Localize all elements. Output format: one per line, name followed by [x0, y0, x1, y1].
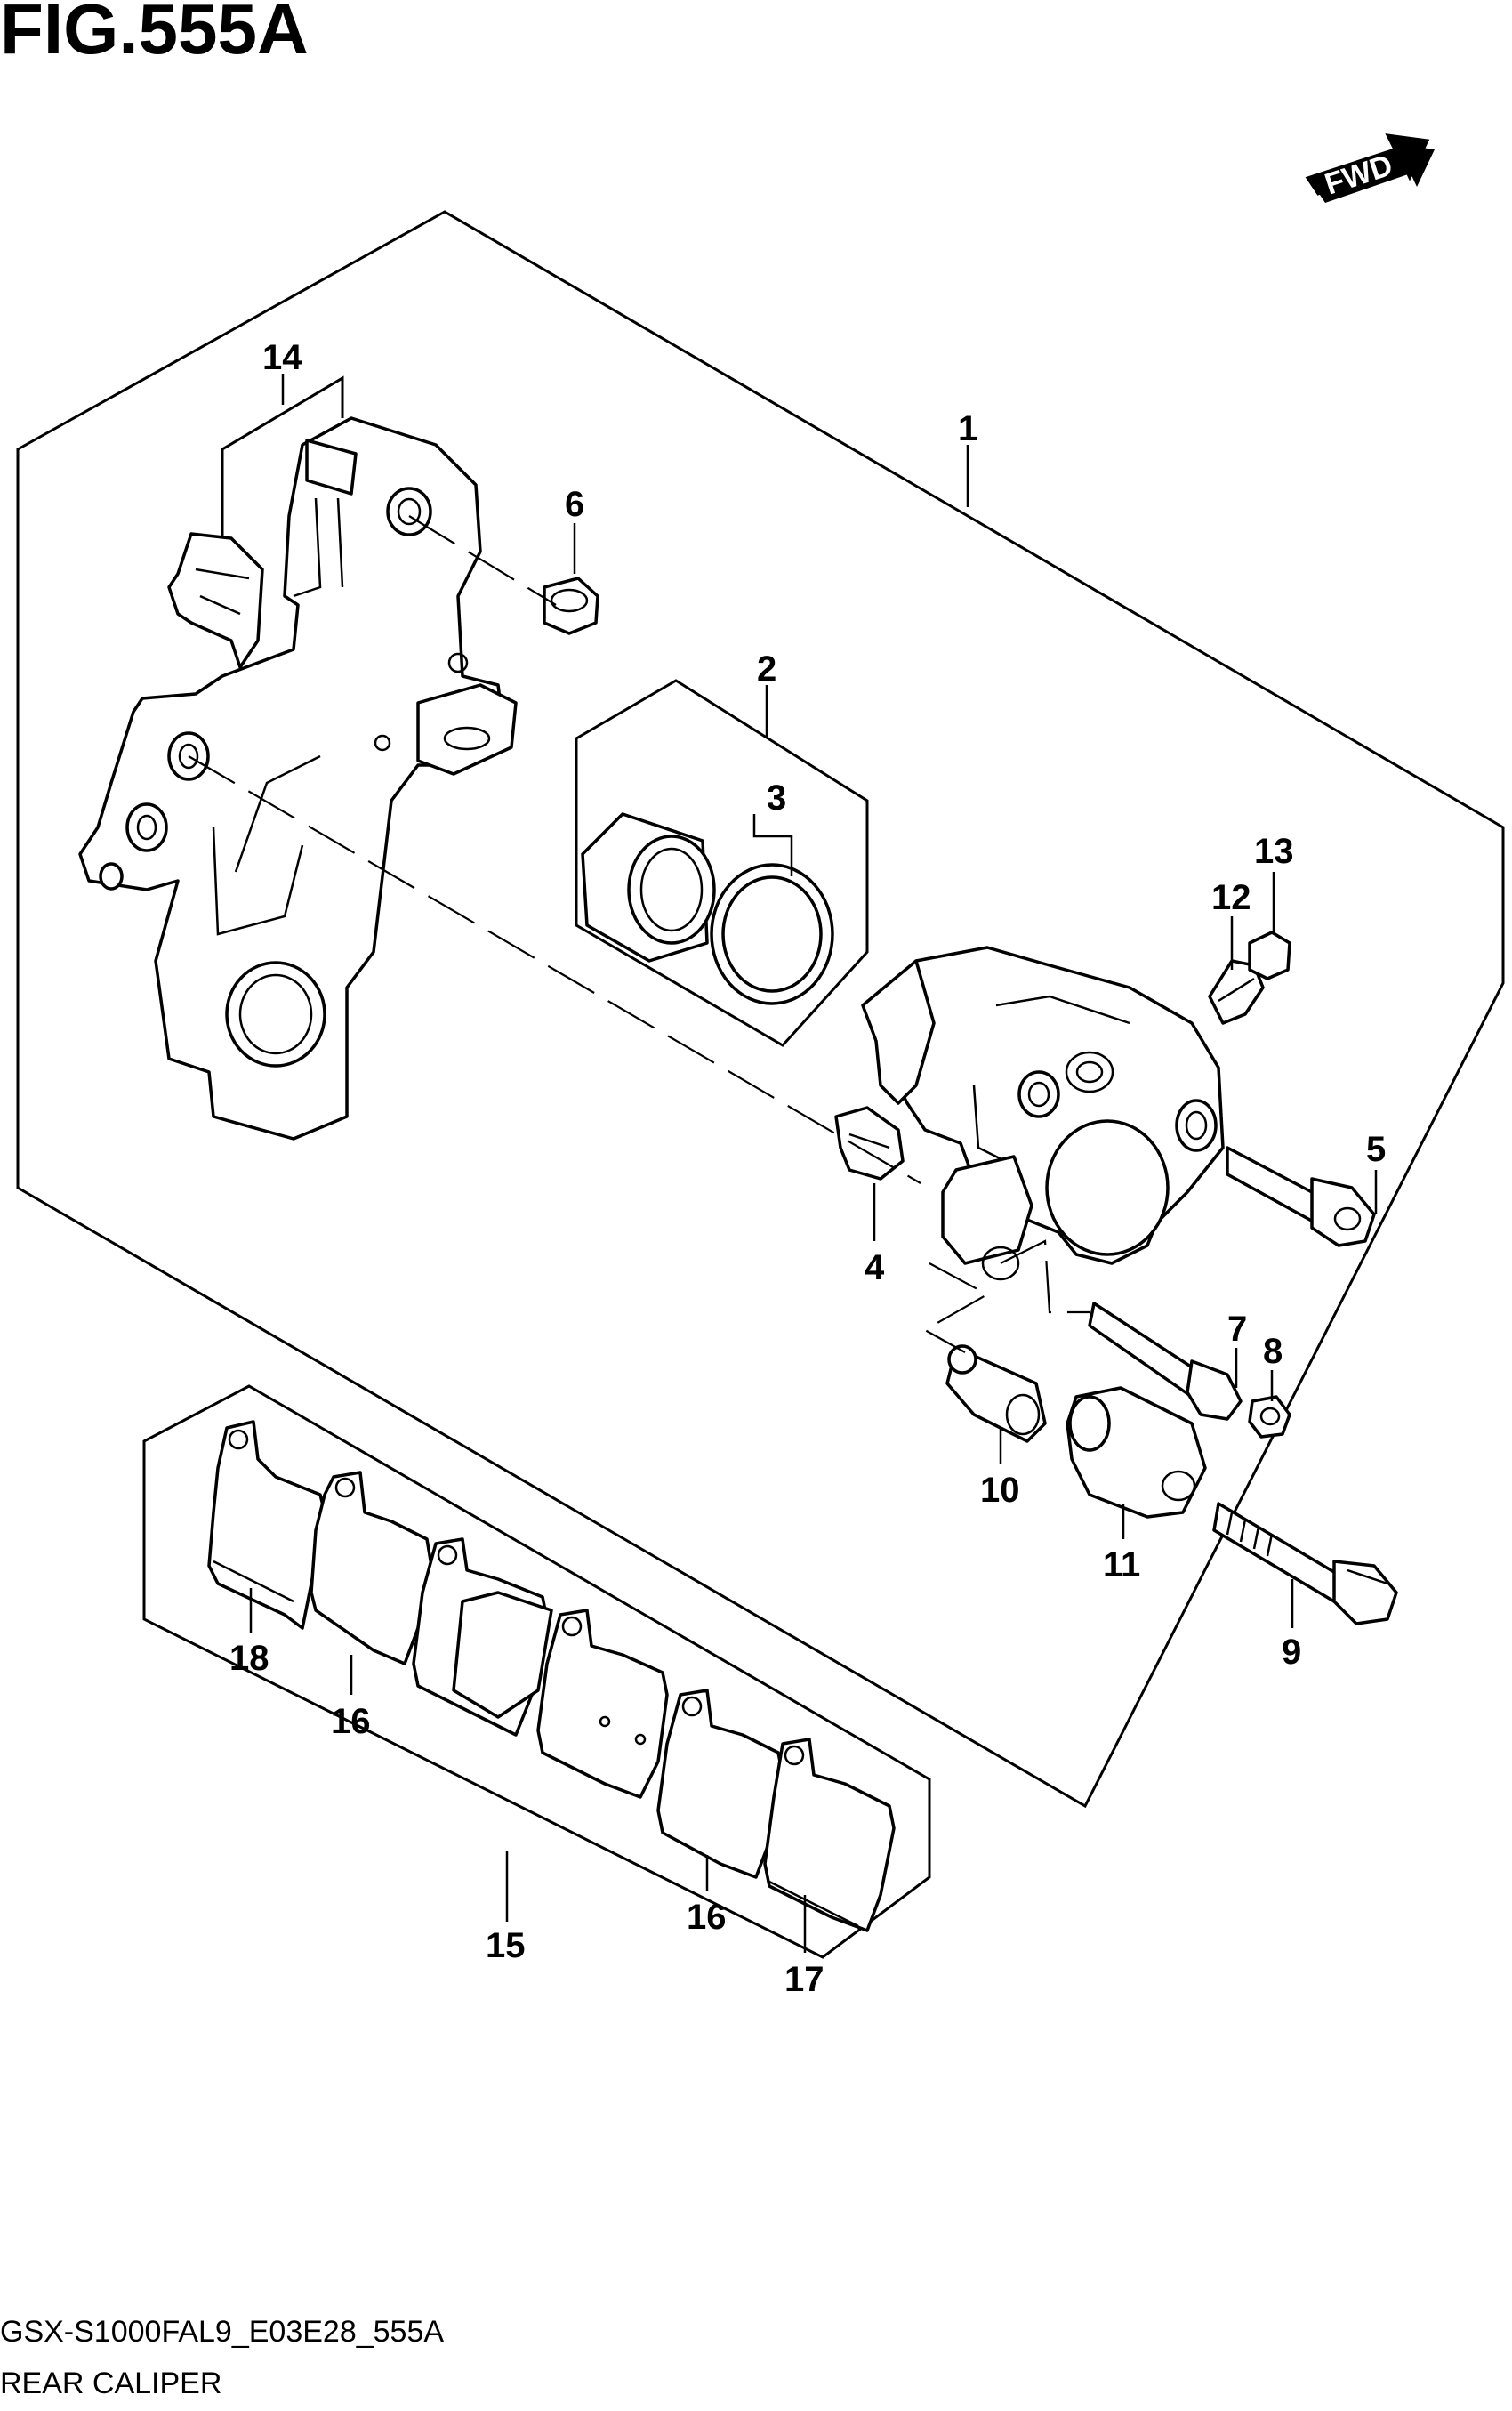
fwd-arrow-icon: FWD — [1305, 133, 1435, 203]
brake-pad-2 — [310, 1471, 433, 1665]
callout-5: 5 — [1366, 1130, 1386, 1169]
callout-17: 17 — [784, 1960, 824, 1999]
mount-bolt — [1212, 1502, 1398, 1625]
bleeder-cap — [1248, 931, 1291, 980]
brake-pad-6 — [763, 1738, 896, 1932]
section-name: REAR CALIPER — [0, 2367, 221, 2400]
callout-6: 6 — [565, 485, 584, 524]
brake-pad-4 — [536, 1609, 669, 1799]
brake-pad-3 — [412, 1537, 553, 1737]
callout-12: 12 — [1211, 878, 1251, 917]
pin-boot — [941, 1155, 1033, 1281]
caliper-bracket — [78, 416, 518, 1141]
caliper-body — [861, 946, 1225, 1265]
piston-seal — [710, 863, 834, 1005]
leader-lines — [188, 374, 1378, 1953]
callout-15: 15 — [486, 1926, 526, 1965]
callout-16b: 16 — [687, 1898, 727, 1937]
callout-11: 11 — [1103, 1545, 1140, 1584]
piston — [581, 812, 716, 963]
callout-10: 10 — [980, 1471, 1020, 1510]
sleeve-boot — [1066, 1386, 1207, 1519]
callout-7: 7 — [1227, 1310, 1247, 1349]
callout-2: 2 — [757, 649, 776, 689]
callout-3: 3 — [767, 778, 786, 818]
callout-8: 8 — [1263, 1332, 1283, 1371]
drawing-code: GSX-S1000FAL9_E03E28_555A — [0, 2315, 444, 2349]
callout-18: 18 — [229, 1639, 269, 1678]
piston-set-frame — [575, 679, 869, 1047]
pad-clip — [834, 1106, 905, 1181]
figure-title: FIG.555A — [0, 0, 309, 69]
callout-1: 1 — [958, 409, 977, 448]
brake-pad-5 — [656, 1689, 784, 1879]
fwd-label: FWD — [1321, 149, 1396, 202]
brake-pad-1 — [207, 1420, 326, 1630]
slide-pin-upper — [1226, 1146, 1376, 1247]
callout-4: 4 — [865, 1248, 885, 1287]
bushing-nut — [543, 577, 599, 635]
pin-rubber — [1248, 1395, 1291, 1439]
callout-9: 9 — [1282, 1633, 1301, 1672]
slide-pin-lower — [1088, 1302, 1243, 1421]
callout-16a: 16 — [331, 1702, 371, 1741]
callout-labels: 1 2 3 4 5 6 7 8 9 10 11 12 13 14 15 16 1… — [229, 338, 1386, 1999]
callout-13: 13 — [1254, 832, 1294, 871]
pad-set-frame — [142, 1384, 931, 1959]
caliper-assembly-frame — [16, 210, 1505, 1809]
pin-sleeve — [945, 1344, 1047, 1443]
callout-14: 14 — [262, 338, 302, 377]
